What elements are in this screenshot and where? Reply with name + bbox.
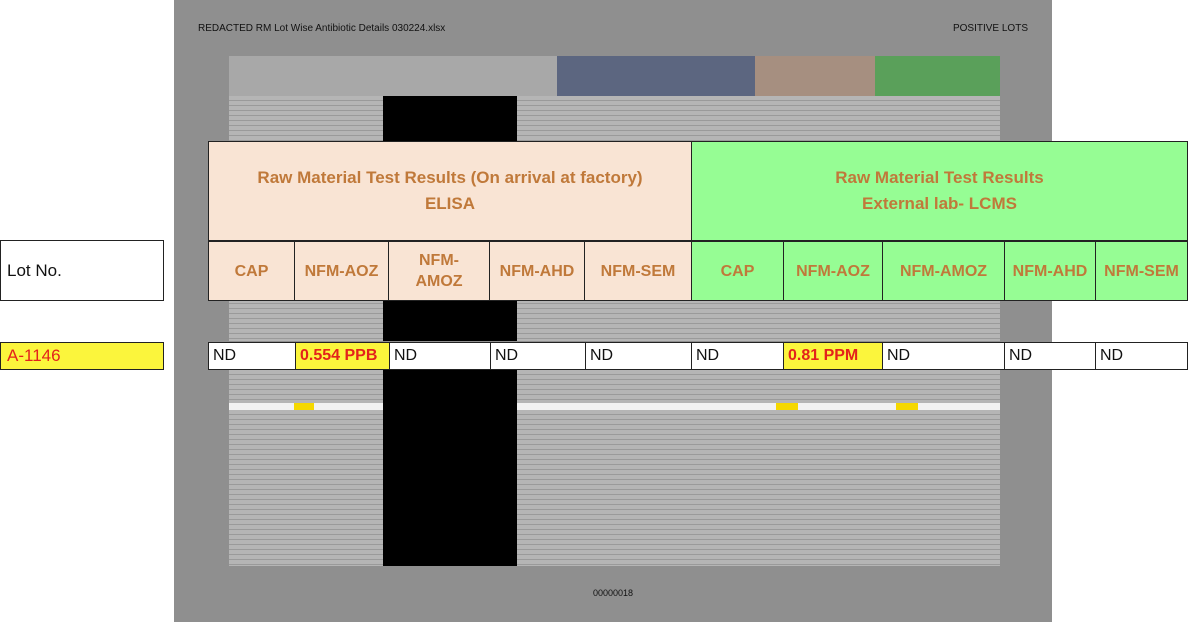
elisa-col-nfm-amoz: NFM- AMOZ [388,241,490,301]
zoomed-results-header: Raw Material Test Results (On arrival at… [208,141,1188,301]
redaction-block [383,370,517,566]
mini-header-raw-material [229,56,557,96]
redaction-block [383,299,517,341]
spreadsheet-scan: REDACTED RM Lot Wise Antibiotic Details … [174,0,1052,622]
lcms-cap-value: ND [691,342,784,370]
mini-highlighted-row [229,403,1000,410]
lcms-col-nfm-aoz: NFM-AOZ [783,241,883,301]
redaction-block [383,96,517,142]
lot-number-label: Lot No. [0,240,164,301]
mini-table-rows [229,299,1000,341]
elisa-col-nfm-sem: NFM-SEM [584,241,692,301]
lcms-nfm-sem-value: ND [1095,342,1188,370]
sheet-file-title: REDACTED RM Lot Wise Antibiotic Details … [198,23,446,34]
elisa-header-line2: ELISA [424,194,476,213]
lot-id-cell: A-1146 [0,342,164,370]
lcms-col-nfm-ahd: NFM-AHD [1004,241,1096,301]
elisa-nfm-amoz-value: ND [389,342,491,370]
mini-table-rows [229,96,1000,142]
mini-highlight-cell [294,403,314,410]
lcms-group-header: Raw Material Test Results External lab- … [691,141,1188,241]
mini-highlight-cell [776,403,798,410]
elisa-nfm-sem-value: ND [585,342,692,370]
page-number: 00000018 [592,588,634,598]
mini-table-rows [229,370,1000,566]
mini-header-fht [557,56,755,96]
elisa-col-nfm-aoz: NFM-AOZ [294,241,389,301]
elisa-cap-value: ND [208,342,296,370]
mini-header-elisa [755,56,875,96]
elisa-col-nfm-ahd: NFM-AHD [489,241,585,301]
lcms-col-nfm-amoz: NFM-AMOZ [882,241,1005,301]
sheet-tag: POSITIVE LOTS [952,23,1028,34]
mini-header-lcms [875,56,1000,96]
mini-highlight-cell [896,403,918,410]
lcms-col-cap: CAP [691,241,784,301]
elisa-nfm-ahd-value: ND [490,342,586,370]
elisa-header-line1: Raw Material Test Results (On arrival at… [257,168,643,187]
lcms-nfm-ahd-value: ND [1004,342,1096,370]
elisa-nfm-aoz-value: 0.554 PPB [295,342,390,370]
lcms-col-nfm-sem: NFM-SEM [1095,241,1188,301]
lcms-nfm-amoz-value: ND [882,342,1005,370]
elisa-col-cap: CAP [208,241,295,301]
lcms-header-line1: Raw Material Test Results [835,168,1044,187]
zoomed-lot-row: ND 0.554 PPB ND ND ND ND 0.81 PPM ND ND … [208,342,1188,370]
lcms-nfm-aoz-value: 0.81 PPM [783,342,883,370]
elisa-group-header: Raw Material Test Results (On arrival at… [208,141,692,241]
lcms-header-line2: External lab- LCMS [862,194,1017,213]
